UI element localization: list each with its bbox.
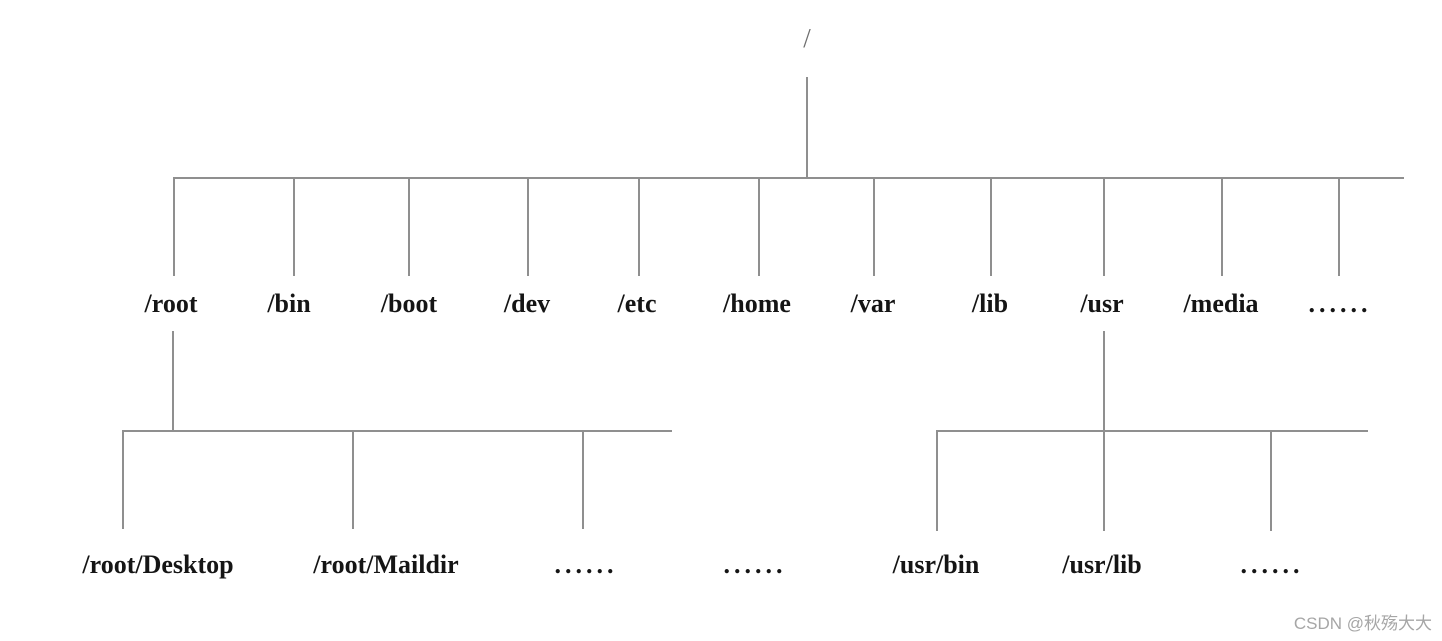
- branch-line-usr-lib: [1103, 430, 1105, 531]
- node-label-usr-ellipsis: ......: [1240, 550, 1304, 579]
- node-label-usr: /usr: [1080, 289, 1124, 318]
- branch-line-etc: [638, 177, 640, 276]
- branch-line-root: [173, 177, 175, 276]
- node-label-media: /media: [1183, 289, 1259, 318]
- node-label-bin: /bin: [267, 289, 311, 318]
- node-label-root: /root: [144, 289, 198, 318]
- node-label-root-ellipsis: ......: [554, 550, 618, 579]
- node-label-middle-ellipsis: ......: [723, 550, 787, 579]
- node-label-boot: /boot: [380, 289, 438, 318]
- branch-line-usr: [1103, 177, 1105, 276]
- branch-line-root-more: [582, 430, 584, 529]
- branch-line-more: [1338, 177, 1340, 276]
- node-label-etc: /etc: [617, 289, 657, 318]
- level1-branch-bar: [173, 177, 1404, 179]
- branch-line-media: [1221, 177, 1223, 276]
- branch-line-boot: [408, 177, 410, 276]
- branch-line-bin: [293, 177, 295, 276]
- node-label-lib: /lib: [971, 289, 1009, 318]
- node-label-var: /var: [850, 289, 896, 318]
- branch-line-root-maildir: [352, 430, 354, 529]
- branch-line-root-desktop: [122, 430, 124, 529]
- usr-subtree-bar: [936, 430, 1368, 432]
- branch-line-home: [758, 177, 760, 276]
- node-label-ellipsis: ......: [1308, 289, 1372, 318]
- branch-line-dev: [527, 177, 529, 276]
- usr-subtree-connector: [1103, 331, 1105, 431]
- root-node-label: /: [803, 23, 811, 53]
- node-label-home: /home: [723, 289, 791, 318]
- root-subtree-connector: [172, 331, 174, 431]
- root-connector-line: [806, 77, 808, 177]
- branch-line-var: [873, 177, 875, 276]
- node-label-root-maildir: /root/Maildir: [313, 550, 459, 579]
- branch-line-usr-more: [1270, 430, 1272, 531]
- node-label-root-desktop: /root/Desktop: [82, 550, 234, 579]
- node-label-dev: /dev: [503, 289, 551, 318]
- branch-line-usr-bin: [936, 430, 938, 531]
- csdn-watermark: CSDN @秋殇大大: [1293, 614, 1432, 633]
- node-label-usr-lib: /usr/lib: [1062, 550, 1142, 579]
- root-subtree-bar: [122, 430, 672, 432]
- branch-line-lib: [990, 177, 992, 276]
- node-label-usr-bin: /usr/bin: [892, 550, 980, 579]
